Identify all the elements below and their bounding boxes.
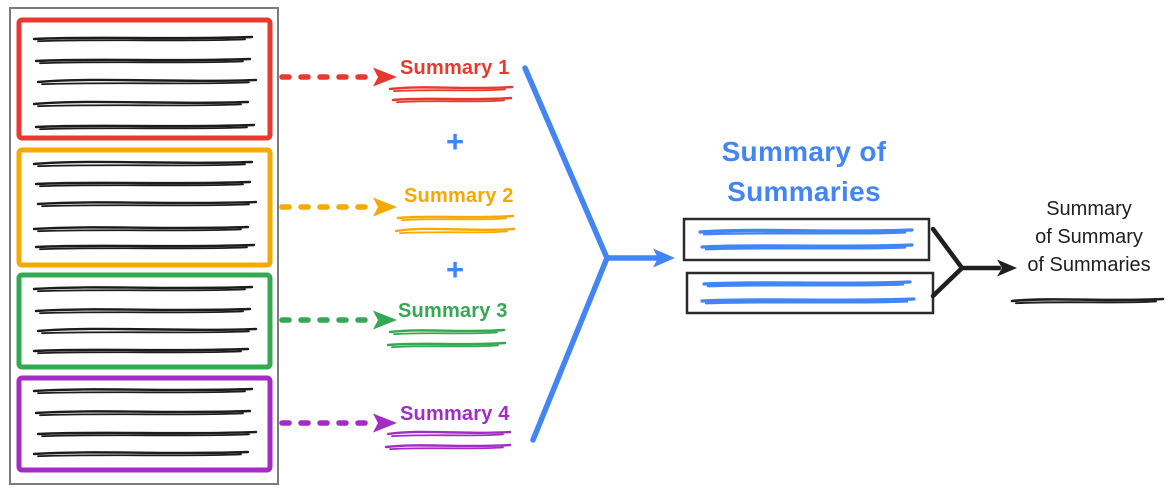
document-2-text-line <box>37 163 246 168</box>
intermediate-summary-box-2 <box>685 271 935 315</box>
intermediate-summary-1-scribble <box>704 246 907 251</box>
intermediate-summary-title-line-1: Summary of <box>721 136 887 167</box>
intermediate-summary-2-scribble <box>700 297 916 303</box>
intermediate-summary-1-scribble <box>698 228 914 234</box>
document-4-text-line <box>34 409 252 415</box>
intermediate-summary-1-scribble <box>700 243 914 249</box>
merge-line-bottom-blue <box>530 255 610 443</box>
final-summary-label-line-3: of Summaries <box>1027 254 1151 276</box>
summary-1-scribble <box>396 99 505 104</box>
document-2-text-line <box>32 225 250 231</box>
intermediate-summary-1-scribble <box>702 231 907 236</box>
dashed-arrow-head-3 <box>373 310 397 330</box>
merge-line-top-black <box>930 226 965 271</box>
summary-4-scribble <box>389 446 504 451</box>
summary-4-label: Summary 4 <box>400 403 510 425</box>
summary-2-scribble <box>399 230 508 235</box>
document-1-text-line <box>34 123 256 129</box>
final-summary-label-line-1: Summary <box>1046 198 1132 220</box>
document-4-text-line <box>37 390 246 395</box>
document-2-text-line <box>36 200 258 206</box>
document-1-text-line <box>39 126 248 131</box>
merge-line-bottom-black <box>930 265 965 299</box>
summary-4-scribble <box>391 433 504 438</box>
document-2-text-line <box>37 228 242 233</box>
merge-arrow-head-blue <box>653 248 675 268</box>
document-1-text-line <box>41 81 250 86</box>
summary-4-scribble <box>384 443 512 449</box>
document-1-text-line <box>37 38 246 43</box>
intermediate-summary-box-1 <box>682 217 931 262</box>
document-3-text-line <box>37 350 242 355</box>
document-4-text-line <box>32 450 250 456</box>
summary-1-label: Summary 1 <box>400 57 510 79</box>
intermediate-summary-2-scribble <box>704 300 909 305</box>
document-1-text-line <box>32 100 250 106</box>
merge-arrow-head-black <box>997 259 1017 277</box>
plus-operator-1: + <box>445 124 465 159</box>
document-3-text-line <box>34 307 252 313</box>
summary-2-scribble <box>401 217 507 222</box>
summary-1-scribble <box>393 88 506 93</box>
document-box-3 <box>16 272 273 370</box>
document-1-text-line <box>39 60 244 65</box>
document-4-text-line <box>37 453 242 458</box>
document-4-text-line <box>32 387 254 393</box>
document-2-text-line <box>39 246 248 251</box>
final-summary-label-line-2: of Summary <box>1035 226 1143 248</box>
document-2-text-line <box>32 160 254 166</box>
summary-3-scribble <box>386 341 507 347</box>
summary-3-scribble <box>388 328 506 334</box>
intermediate-summary-2-scribble <box>706 283 905 288</box>
plus-operator-2: + <box>445 252 465 287</box>
document-4-text-line <box>36 430 258 436</box>
summary-2-label: Summary 2 <box>404 185 514 207</box>
document-2-text-line <box>34 180 252 186</box>
document-3-text-line <box>32 285 254 291</box>
document-3-text-line <box>39 310 244 315</box>
document-2-text-line <box>34 243 256 249</box>
final-summary-scribble <box>1010 297 1165 303</box>
merge-line-top-blue <box>522 65 610 261</box>
document-box-1 <box>16 17 273 141</box>
document-box-4 <box>16 375 273 473</box>
document-2-text-line <box>41 203 250 208</box>
document-3-text-line <box>41 330 250 335</box>
dashed-arrow-head-2 <box>373 197 397 217</box>
summary-1-scribble <box>388 85 514 91</box>
intermediate-summary-title: Summary of Summaries <box>684 132 924 212</box>
summary-1-scribble <box>391 96 513 102</box>
summary-4-scribble <box>386 430 512 436</box>
document-1-text-line <box>36 78 258 84</box>
summary-2-scribble <box>396 214 515 220</box>
document-4-text-line <box>41 433 250 438</box>
document-3-text-line <box>36 327 258 333</box>
summary-3-scribble <box>391 344 499 349</box>
final-summary-label: Summary of Summary of Summaries <box>1007 195 1170 279</box>
intermediate-summary-title-line-2: Summaries <box>727 176 881 207</box>
document-1-text-line <box>34 57 252 63</box>
document-1-text-line <box>32 35 254 41</box>
document-4-text-line <box>39 412 244 417</box>
document-2-text-line <box>39 183 244 188</box>
document-box-2 <box>16 147 273 268</box>
document-1-text-line <box>37 103 242 108</box>
dashed-arrow-head-1 <box>373 67 397 87</box>
intermediate-summary-2-scribble <box>702 280 912 286</box>
summary-2-scribble <box>394 227 516 233</box>
document-3-text-line <box>37 288 246 293</box>
dashed-arrow-head-4 <box>373 413 397 433</box>
final-summary-scribble <box>1015 300 1157 305</box>
summary-3-label: Summary 3 <box>398 300 508 322</box>
summary-3-scribble <box>393 331 498 336</box>
document-3-text-line <box>32 347 250 353</box>
